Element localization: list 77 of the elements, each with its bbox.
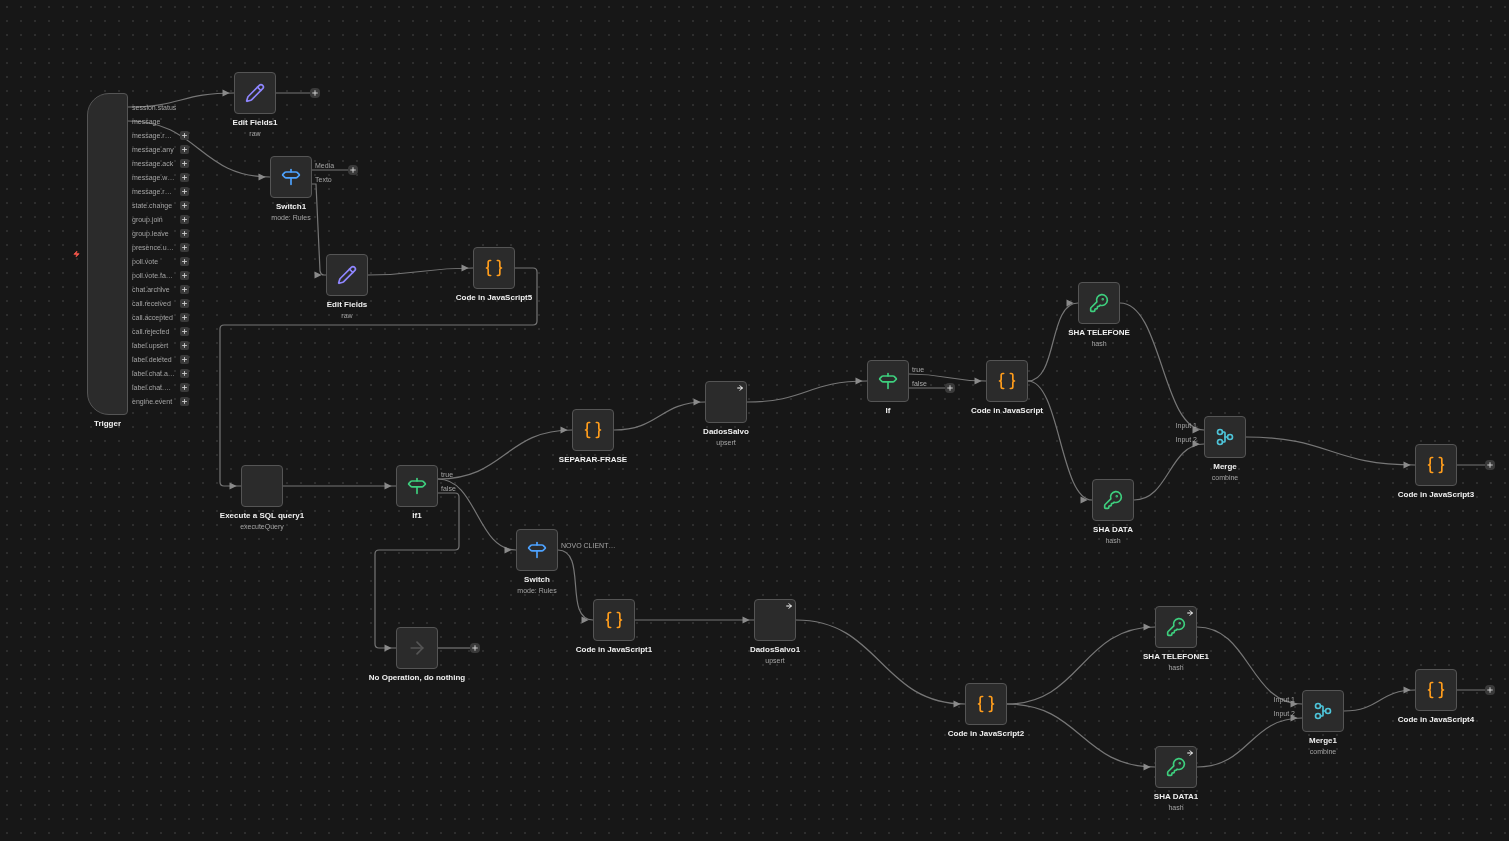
connector-arrow xyxy=(437,478,517,552)
connector-arrow xyxy=(1119,302,1205,431)
node-title: DadosSalvo xyxy=(703,428,749,436)
connector-arrow xyxy=(1245,436,1416,469)
workflow-node-box xyxy=(1302,690,1344,732)
connector-arrow xyxy=(908,373,987,385)
node-title: Edit Fields1 xyxy=(232,119,278,127)
node-title: Execute a SQL query1 xyxy=(219,512,305,520)
workflow-node-box xyxy=(270,156,312,198)
node-title: SHA TELEFONE xyxy=(1068,329,1130,337)
add-button xyxy=(310,88,320,98)
node-title: SHA DATA1 xyxy=(1153,793,1199,801)
node-title: DadosSalvo1 xyxy=(749,646,801,654)
workflow-node-box xyxy=(986,360,1028,402)
connector-arrow xyxy=(557,549,594,622)
workflow-node-box xyxy=(241,465,283,507)
node-title: Trigger xyxy=(93,420,122,428)
add-button xyxy=(1485,685,1495,695)
workflow-node-box xyxy=(867,360,909,402)
connector-arrow xyxy=(634,616,755,624)
connector-arrow xyxy=(746,377,868,403)
node-title: If1 xyxy=(412,512,422,520)
connector-arrow xyxy=(1196,715,1303,768)
add-button xyxy=(348,165,358,175)
connector-arrow xyxy=(613,399,706,431)
workflow-node-box xyxy=(1204,416,1246,458)
add-button xyxy=(1485,460,1495,470)
trigger-node-box xyxy=(87,93,128,415)
node-title: SHA DATA xyxy=(1093,526,1133,534)
connector-arrow xyxy=(1006,703,1156,770)
node-title: Merge xyxy=(1213,463,1237,471)
connector-arrow xyxy=(311,183,327,279)
workflow-node-box xyxy=(396,465,438,507)
node-title: If xyxy=(885,407,891,415)
workflow-node-box xyxy=(754,599,796,641)
workflow-node-box xyxy=(1092,479,1134,521)
add-button xyxy=(945,383,955,393)
workflow-node-box xyxy=(234,72,276,114)
connector-arrow xyxy=(1133,442,1205,501)
connector-arrow xyxy=(795,619,966,707)
connector-arrow xyxy=(1027,380,1093,501)
node-title: Switch xyxy=(524,576,550,584)
connector-arrow xyxy=(127,120,271,180)
node-title: SHA TELEFONE1 xyxy=(1143,653,1209,661)
node-title: Code in JavaScript4 xyxy=(1397,716,1475,724)
workflow-node-box xyxy=(326,254,368,296)
node-title: SEPARAR-FRASE xyxy=(558,456,628,464)
connector-arrow xyxy=(374,492,460,652)
workflow-node-box xyxy=(572,409,614,451)
connector-arrow xyxy=(219,267,538,490)
connector-arrow xyxy=(1343,687,1416,712)
workflow-node-box xyxy=(1078,282,1120,324)
workflow-node-box xyxy=(965,683,1007,725)
workflow-node-box xyxy=(396,627,438,669)
workflow-node-box xyxy=(473,247,515,289)
connector-arrow xyxy=(1196,626,1303,707)
workflow-node-box xyxy=(1415,444,1457,486)
node-title: Merge1 xyxy=(1309,737,1337,745)
workflow-node-box xyxy=(593,599,635,641)
connector-arrow xyxy=(282,482,397,490)
node-title: Code in JavaScript xyxy=(971,407,1043,415)
node-title: Code in JavaScript2 xyxy=(947,730,1025,738)
node-title: Switch1 xyxy=(275,203,307,211)
workflow-node-box xyxy=(705,381,747,423)
connector-arrow xyxy=(437,427,573,480)
connector-arrow xyxy=(367,264,474,276)
add-button xyxy=(470,643,480,653)
node-title: Code in JavaScript5 xyxy=(455,294,533,302)
node-title: Edit Fields xyxy=(326,301,368,309)
workflow-node-box xyxy=(1415,669,1457,711)
workflow-node-box xyxy=(516,529,558,571)
workflow-node-box xyxy=(1155,746,1197,788)
workflow-node-box xyxy=(1155,606,1197,648)
node-title: No Operation, do nothing xyxy=(368,674,466,682)
connector-arrow xyxy=(1027,302,1079,382)
node-title: Code in JavaScript3 xyxy=(1397,491,1475,499)
node-title: Code in JavaScript1 xyxy=(575,646,653,654)
